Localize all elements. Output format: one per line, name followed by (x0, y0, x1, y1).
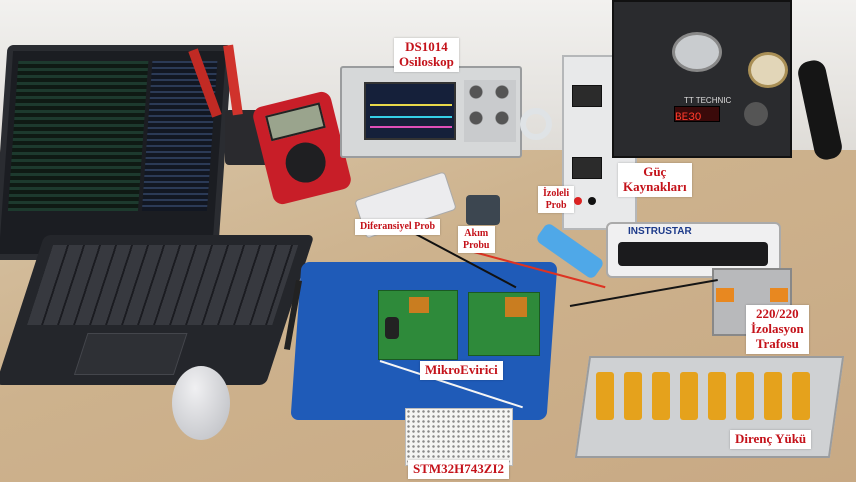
laptop-keyboard (0, 235, 315, 385)
trace-yellow (370, 104, 452, 106)
power-resistor (624, 372, 642, 420)
breadboard (405, 408, 513, 466)
microinverter-board-right (468, 292, 540, 356)
solder-reel (672, 32, 722, 72)
microinverter-board-left (378, 290, 458, 360)
psu-terminal-black (588, 197, 596, 205)
laptop (0, 45, 315, 385)
solder-roll (748, 52, 788, 88)
label-current-probe: Akım Probu (458, 226, 495, 253)
solder-display-text: ВЕЗО (675, 112, 702, 124)
power-resistor (652, 372, 670, 420)
label-transformer: 220/220 İzolasyon Trafosu (746, 305, 809, 354)
solder-knob (744, 102, 768, 126)
multimeter-display (265, 102, 326, 142)
multimeter-dial (281, 138, 330, 187)
label-differential-probe: Diferansiyel Prob (355, 219, 441, 235)
transformer-core (409, 297, 429, 313)
power-resistor (764, 372, 782, 420)
label-isolated-probe: İzoleli Prob (538, 186, 575, 213)
psu-display-2 (572, 157, 602, 179)
psu-display-1 (572, 85, 602, 107)
oscilloscope (340, 66, 522, 158)
power-resistor (680, 372, 698, 420)
inductor (505, 297, 527, 317)
power-strip: INSTRUSTAR (606, 222, 781, 278)
power-resistor (708, 372, 726, 420)
touchpad (73, 333, 188, 375)
oscilloscope-screen (364, 82, 456, 140)
current-probe-box (466, 195, 500, 225)
oscilloscope-knobs (464, 80, 516, 142)
capacitor (385, 317, 399, 339)
solder-display: ВЕЗО (674, 106, 720, 124)
label-resistive-load: Direnç Yükü (730, 430, 812, 449)
transformer-terminal (716, 288, 734, 302)
power-resistor (736, 372, 754, 420)
label-oscilloscope: DS1014 Osiloskop (394, 38, 459, 72)
label-mcu-board: STM32H743ZI2 (408, 460, 510, 479)
computer-mouse (172, 366, 230, 440)
power-strip-sockets (618, 242, 768, 266)
solder-station: TT TECHNIC ВЕЗО (612, 0, 792, 158)
psu-terminal-red (574, 197, 582, 205)
power-resistor (596, 372, 614, 420)
keys (27, 245, 299, 325)
tape-roll (520, 108, 552, 140)
solder-brand-text: TT TECHNIC (684, 96, 732, 105)
label-power-supplies: Güç Kaynakları (618, 163, 692, 197)
label-microinverter: MikroEvirici (420, 361, 503, 380)
transformer-terminal-2 (770, 288, 788, 302)
trace-magenta (370, 126, 452, 128)
power-resistor (792, 372, 810, 420)
trace-cyan (370, 116, 452, 118)
psu-brand-text: INSTRUSTAR (628, 226, 692, 237)
terminal-window (7, 61, 149, 211)
